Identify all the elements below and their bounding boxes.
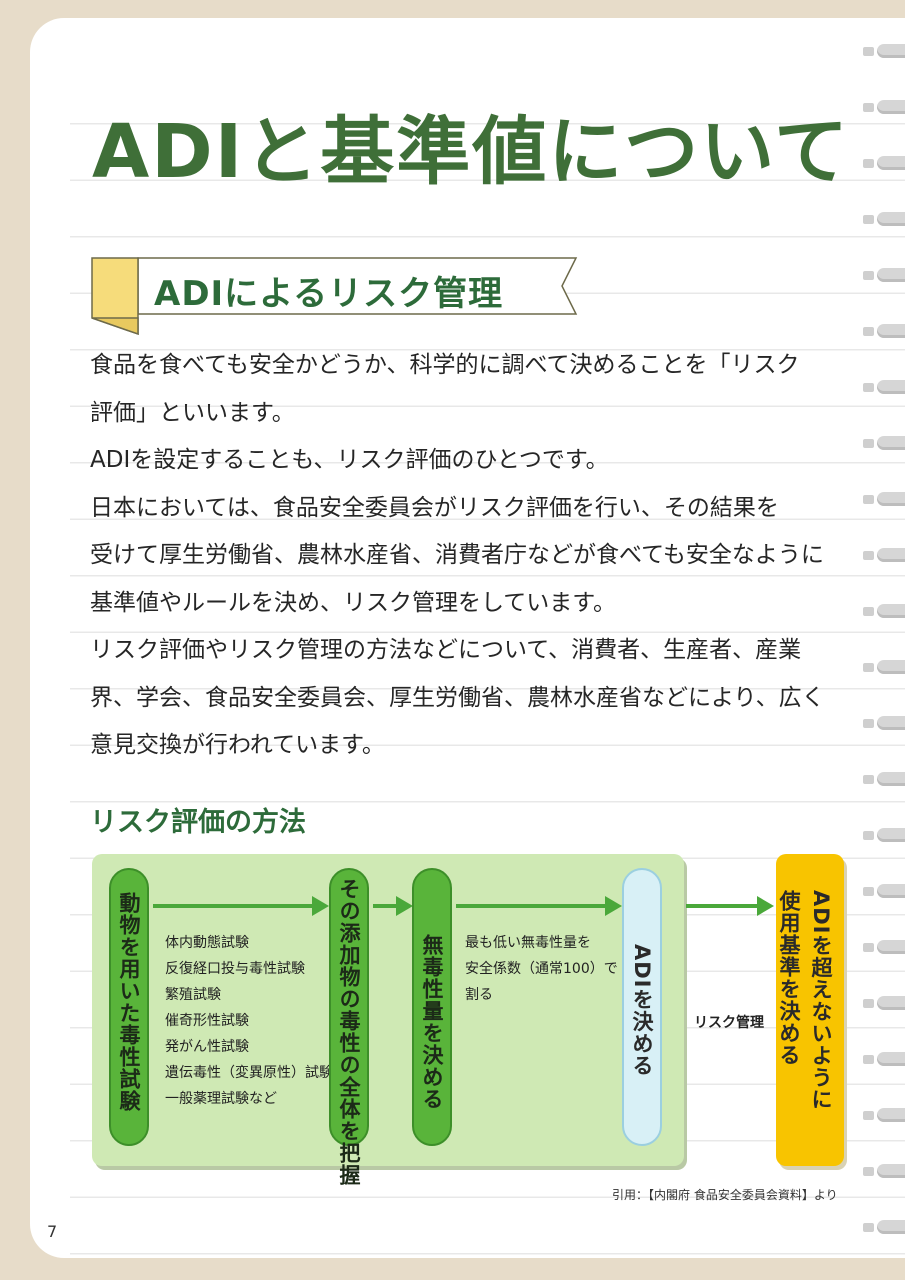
paragraph-line: リスク評価やリスク管理の方法などについて、消費者、生産者、産業 <box>90 637 802 663</box>
result-box: ADIを超えないように 使用基準を決める <box>776 854 844 1166</box>
binder-ring <box>861 268 905 282</box>
binder-ring <box>861 828 905 842</box>
binder-ring <box>861 884 905 898</box>
binder-ring <box>861 100 905 114</box>
arrow-icon <box>153 896 329 916</box>
binder-ring <box>861 1220 905 1234</box>
page-number: 7 <box>47 1222 58 1241</box>
binder-ring <box>861 940 905 954</box>
paragraph-line: 食品を食べても安全かどうか、科学的に調べて決めることを「リスク <box>90 352 800 378</box>
test-item: 反復経口投与毒性試験 <box>165 961 305 977</box>
test-item: 遺伝毒性（変異原性）試験 <box>165 1065 333 1081</box>
paragraph-line: 日本においては、食品安全委員会がリスク評価を行い、その結果を <box>90 494 779 521</box>
binder-ring <box>861 548 905 562</box>
binder-ring <box>861 772 905 786</box>
arrow-icon <box>456 896 622 916</box>
note-line: 安全係数（通常100）で <box>465 961 618 977</box>
subheading: リスク評価の方法 <box>90 807 306 838</box>
arrow-icon <box>686 896 774 916</box>
binder-ring <box>861 660 905 674</box>
binder-rings <box>855 28 905 1268</box>
test-item: 催奇形性試験 <box>165 1013 249 1029</box>
paragraph-line: ADIを設定することも、リスク評価のひとつです。 <box>90 447 609 473</box>
binder-ring <box>861 380 905 394</box>
paragraph-line: 受けて厚生労働省、農林水産省、消費者庁などが食べても安全なように <box>90 542 824 568</box>
binder-ring <box>861 324 905 338</box>
test-item: 一般薬理試験など <box>165 1091 277 1107</box>
step-overall-toxicity: その添加物の毒性の全体を把握 <box>329 868 369 1186</box>
note-line: 最も低い無毒性量を <box>465 935 591 951</box>
section-banner: ADIによるリスク管理 <box>90 256 578 336</box>
note-line: 割る <box>465 987 493 1003</box>
step-label: ADIを決める <box>630 944 654 1077</box>
binder-ring <box>861 996 905 1010</box>
binder-ring <box>861 436 905 450</box>
calculation-note: 最も低い無毒性量を 安全係数（通常100）で 割る <box>465 930 618 1008</box>
body-paragraph: 食品を食べても安全かどうか、科学的に調べて決めることを「リスク 評価」といいます… <box>90 342 850 770</box>
binder-ring <box>861 212 905 226</box>
paragraph-line: 基準値やルールを決め、リスク管理をしています。 <box>90 589 617 616</box>
binder-ring <box>861 604 905 618</box>
binder-ring <box>861 156 905 170</box>
paragraph-line: 評価」といいます。 <box>90 399 295 426</box>
test-list: 体内動態試験 反復経口投与毒性試験 繁殖試験 催奇形性試験 発がん性試験 遺伝毒… <box>165 930 333 1112</box>
step-noael: 無毒性量を決める <box>412 868 452 1146</box>
binder-ring <box>861 44 905 58</box>
arrow-icon <box>373 896 413 916</box>
paragraph-line: 意見交換が行われています。 <box>90 732 385 758</box>
binder-ring <box>861 716 905 730</box>
step-animal-tests: 動物を用いた毒性試験 <box>109 868 149 1146</box>
result-line: 使用基準を決める <box>777 890 801 1066</box>
step-set-adi: ADIを決める <box>622 868 662 1146</box>
step-label: 無毒性量を決める <box>420 934 444 1110</box>
section-heading: ADIによるリスク管理 <box>154 274 504 314</box>
result-line: ADIを超えないように <box>809 890 833 1111</box>
test-item: 繁殖試験 <box>165 987 221 1003</box>
binder-ring <box>861 492 905 506</box>
risk-management-label: リスク管理 <box>694 1015 764 1031</box>
citation: 引用：【内閣府 食品安全委員会資料】より <box>612 1188 838 1202</box>
binder-ring <box>861 1108 905 1122</box>
binder-ring <box>861 1164 905 1178</box>
binder-ring <box>861 1052 905 1066</box>
paragraph-line: 界、学会、食品安全委員会、厚生労働省、農林水産省などにより、広く <box>90 684 825 711</box>
step-label: 動物を用いた毒性試験 <box>117 892 141 1112</box>
test-item: 体内動態試験 <box>165 935 249 951</box>
page-title: ADIと基準値について <box>92 109 851 195</box>
test-item: 発がん性試験 <box>165 1039 249 1055</box>
step-label: その添加物の毒性の全体を把握 <box>337 878 361 1186</box>
